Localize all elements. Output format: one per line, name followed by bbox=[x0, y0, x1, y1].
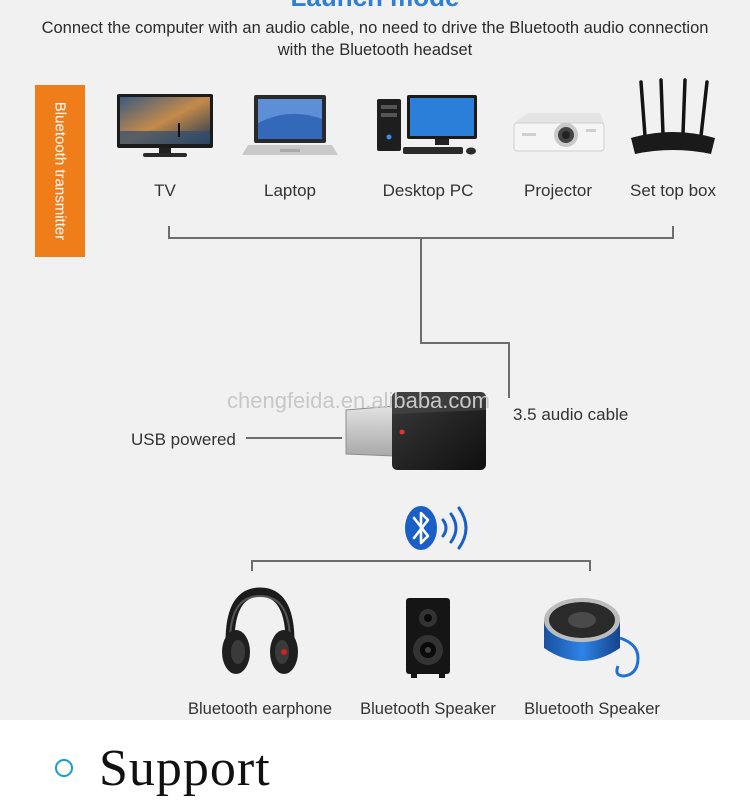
audio-cable-label: 3.5 audio cable bbox=[513, 405, 629, 424]
source-projector-label: Projector bbox=[523, 181, 593, 200]
side-tab: Bluetooth transmitter bbox=[35, 85, 85, 257]
output-earphone-label: Bluetooth earphone bbox=[187, 700, 333, 718]
round-speaker-icon bbox=[544, 598, 640, 678]
bluetooth-icon bbox=[405, 506, 468, 550]
source-laptop: Laptop bbox=[225, 93, 355, 201]
support-section-heading: Support bbox=[55, 738, 271, 798]
source-set-top-box-label: Set top box bbox=[629, 181, 716, 200]
section-heading: Launch mode bbox=[0, 0, 750, 13]
source-projector: Projector bbox=[493, 93, 623, 201]
output-earphone: Bluetooth earphone bbox=[175, 586, 345, 719]
tv-icon bbox=[117, 94, 213, 157]
usb-powered-label: USB powered bbox=[131, 430, 236, 449]
launch-mode-panel: Launch mode Connect the computer with an… bbox=[0, 0, 750, 720]
watermark-text: chengfeida.en.alibaba.com bbox=[227, 388, 490, 413]
speaker-icon bbox=[406, 598, 450, 678]
source-desktop-pc: Desktop PC bbox=[363, 93, 493, 201]
source-tv: TV bbox=[100, 93, 230, 201]
output-speaker-label: Bluetooth Speaker bbox=[360, 700, 496, 718]
router-icon bbox=[631, 78, 715, 154]
output-round-speaker: Bluetooth Speaker bbox=[507, 586, 677, 719]
source-set-top-box: Set top box bbox=[608, 78, 738, 201]
support-title: Support bbox=[99, 739, 271, 797]
source-desktop-pc-label: Desktop PC bbox=[382, 181, 474, 200]
desktop-pc-icon bbox=[377, 95, 477, 155]
source-tv-label: TV bbox=[154, 181, 176, 200]
bluetooth-transmitter-icon bbox=[345, 392, 486, 470]
bullet-circle-icon bbox=[55, 759, 73, 777]
output-speaker: Bluetooth Speaker bbox=[343, 596, 513, 719]
connection-wires bbox=[168, 226, 674, 571]
source-laptop-label: Laptop bbox=[264, 181, 316, 200]
laptop-icon bbox=[242, 95, 338, 155]
output-round-speaker-label: Bluetooth Speaker bbox=[524, 700, 660, 718]
intro-text: Connect the computer with an audio cable… bbox=[41, 19, 709, 59]
headphones-icon bbox=[222, 587, 298, 674]
projector-icon bbox=[513, 113, 605, 152]
